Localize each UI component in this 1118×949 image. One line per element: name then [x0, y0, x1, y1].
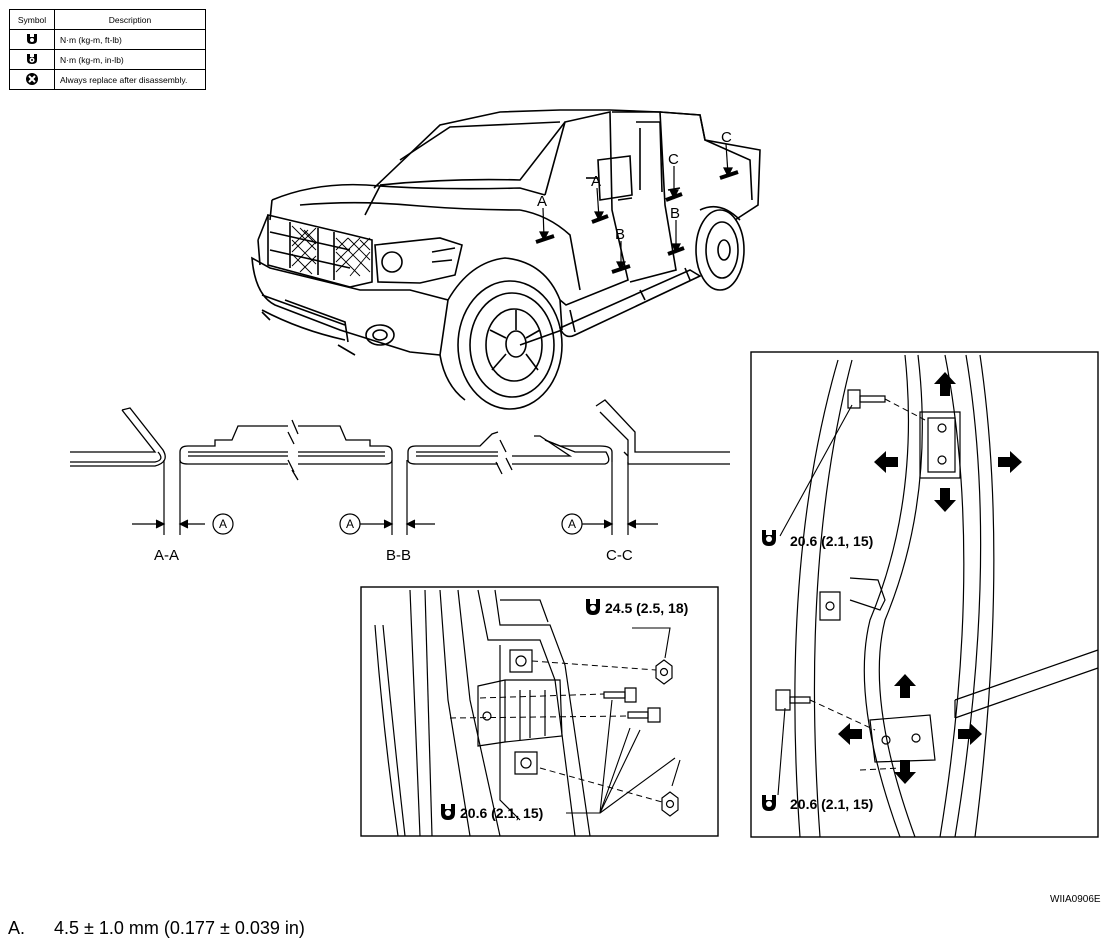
- marker-label-c1: C: [668, 151, 679, 168]
- marker-label-c2: C: [721, 129, 732, 146]
- section-profiles: [70, 399, 730, 481]
- marker-label-a2: A: [591, 173, 601, 190]
- always-replace-icon: [9, 69, 55, 90]
- dim-label-a3: A: [568, 517, 576, 531]
- section-labels: A A A: [219, 517, 576, 531]
- marker-label-b1: B: [615, 226, 625, 243]
- torque-label-hinge-nut: 24.5 (2.5, 18): [605, 600, 688, 616]
- figure-code: WIIA0906E: [1050, 894, 1101, 905]
- section-title-bb: B-B: [386, 547, 411, 564]
- marker-label-b2: B: [670, 205, 680, 222]
- truck-illustration: [251, 109, 761, 410]
- section-titles: A-A B-B C-C: [154, 547, 633, 564]
- section-markers: A A B B C C: [535, 129, 739, 274]
- torque-label-door-upper: 20.6 (2.1, 15): [790, 533, 873, 549]
- move-direction-arrows: [838, 372, 1022, 784]
- torque-label-hinge-bolt: 20.6 (2.1, 15): [460, 805, 543, 821]
- door-detail-panel: 20.6 (2.1, 15) 20.6 (2.1, 15): [750, 351, 1099, 838]
- torque-wrench-icon: [9, 29, 55, 50]
- hinge-detail-panel: 24.5 (2.5, 18) 20.6 (2.1, 15): [360, 586, 719, 837]
- section-title-cc: C-C: [606, 547, 633, 564]
- legend-row-replace: Always replace after disassembly.: [54, 69, 206, 90]
- footnote: A. 4.5 ± 1.0 mm (0.177 ± 0.039 in): [8, 918, 305, 939]
- footnote-text: 4.5 ± 1.0 mm (0.177 ± 0.039 in): [54, 918, 305, 938]
- dim-label-a2: A: [346, 517, 354, 531]
- torque-label-door-lower: 20.6 (2.1, 15): [790, 796, 873, 812]
- symbol-legend-table: Symbol Description N·m (kg-m, ft-lb) N·m…: [9, 9, 206, 90]
- section-dimensions: [132, 460, 658, 535]
- section-title-aa: A-A: [154, 547, 179, 564]
- footnote-key: A.: [8, 918, 26, 938]
- dim-label-a1: A: [219, 517, 227, 531]
- torque-wrench-inlb-icon: [9, 49, 55, 70]
- marker-label-a1: A: [537, 193, 547, 210]
